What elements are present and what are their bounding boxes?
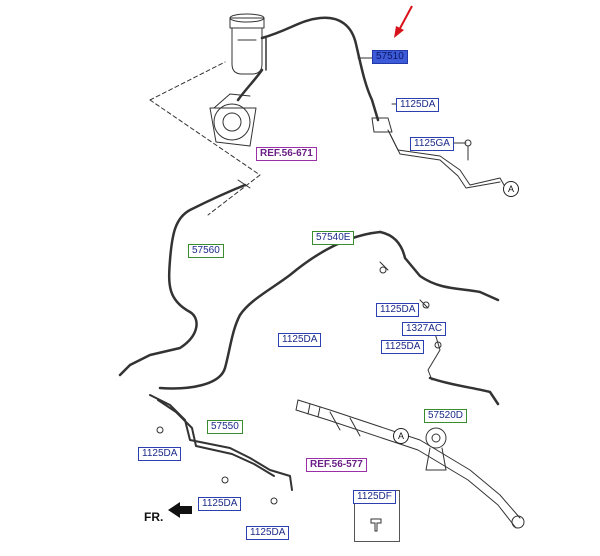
marker-a-top: A bbox=[503, 181, 519, 197]
clip-icon bbox=[370, 518, 382, 532]
part-1125df-box: 1125DF bbox=[353, 490, 400, 542]
pointer-arrow bbox=[394, 5, 413, 38]
label-1125ga[interactable]: 1125GA bbox=[410, 137, 454, 151]
label-1125da-left[interactable]: 1125DA bbox=[138, 447, 182, 461]
label-57560[interactable]: 57560 bbox=[188, 244, 224, 258]
label-1125da-mid3[interactable]: 1125DA bbox=[381, 340, 425, 354]
front-direction-label: FR. bbox=[144, 510, 164, 524]
pump-drawing bbox=[209, 93, 257, 147]
label-1125df[interactable]: 1125DF bbox=[353, 490, 396, 504]
label-1125da-mid1[interactable]: 1125DA bbox=[376, 303, 420, 317]
label-1125da-top[interactable]: 1125DA bbox=[396, 98, 440, 112]
label-57540e[interactable]: 57540E bbox=[312, 231, 355, 245]
label-57510[interactable]: 57510 bbox=[372, 50, 408, 64]
label-ref-56-671[interactable]: REF.56-671 bbox=[256, 147, 317, 161]
label-57520d[interactable]: 57520D bbox=[424, 409, 468, 423]
label-1125da-mid2[interactable]: 1125DA bbox=[278, 333, 322, 347]
marker-a-bottom: A bbox=[393, 428, 409, 444]
label-1327ac[interactable]: 1327AC bbox=[402, 322, 447, 336]
label-57550[interactable]: 57550 bbox=[207, 420, 243, 434]
label-1125da-bot1[interactable]: 1125DA bbox=[198, 497, 242, 511]
front-arrow-icon bbox=[168, 502, 192, 518]
label-ref-56-577[interactable]: REF.56-577 bbox=[306, 458, 367, 472]
label-1125da-bot2[interactable]: 1125DA bbox=[246, 526, 290, 540]
reservoir-drawing bbox=[229, 13, 265, 75]
steering-rack-drawing bbox=[295, 399, 525, 529]
